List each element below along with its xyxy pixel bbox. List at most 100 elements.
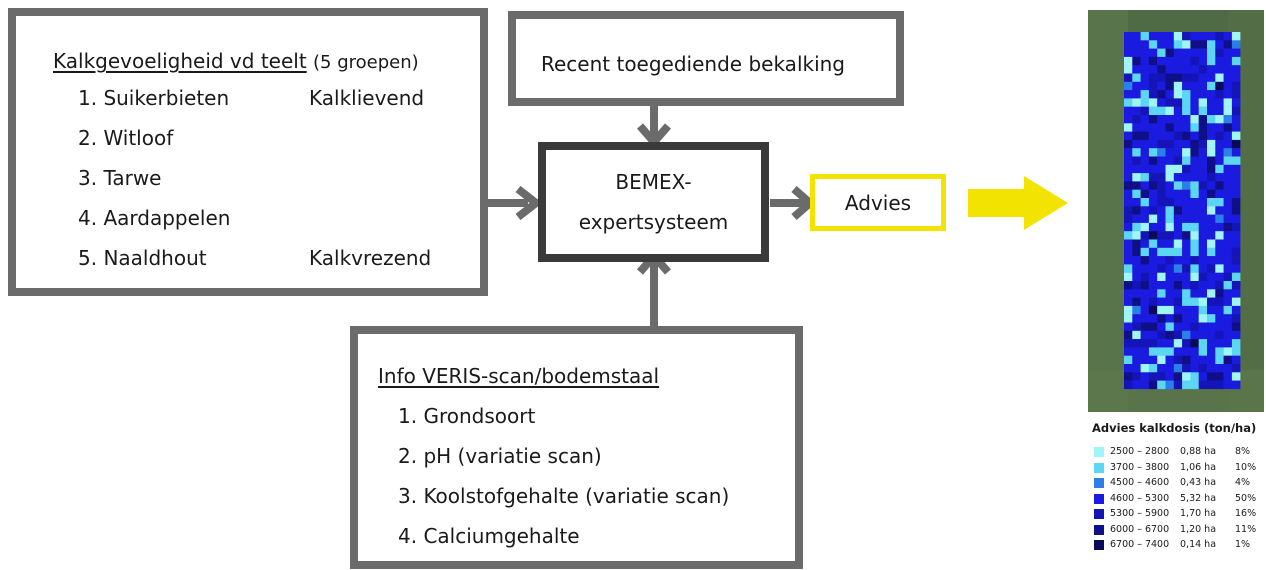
map-cell: [1190, 289, 1199, 298]
map-cell: [1215, 322, 1224, 331]
legend-area: 1,70 ha: [1180, 508, 1217, 519]
map-cell: [1215, 115, 1224, 124]
map-cell: [1173, 198, 1183, 207]
map-cell: [1157, 289, 1166, 298]
map-cell: [1207, 198, 1216, 207]
map-cell: [1132, 131, 1141, 141]
map-cell: [1173, 148, 1183, 157]
info-box-title: Info VERIS-scan/bodemstaal: [378, 364, 660, 388]
map-cell: [1173, 281, 1183, 290]
map-cell: [1140, 40, 1150, 49]
legend-area: 0,43 ha: [1180, 477, 1217, 488]
map-cell: [1231, 81, 1241, 91]
map-cell: [1198, 380, 1208, 390]
map-cell: [1207, 256, 1216, 265]
map-cell: [1207, 214, 1216, 224]
crop-item-5-note: Kalkvrezend: [309, 246, 432, 270]
legend-percent: 4%: [1235, 477, 1251, 488]
map-cell: [1198, 364, 1208, 373]
map-cell: [1140, 156, 1150, 165]
map-cell: [1124, 32, 1133, 41]
map-cell: [1231, 123, 1241, 132]
map-cell: [1182, 48, 1191, 58]
map-cell: [1165, 247, 1174, 257]
map-cell: [1132, 222, 1141, 232]
map-cell: [1157, 231, 1166, 240]
map-cell: [1231, 330, 1241, 340]
map-cell: [1207, 289, 1216, 298]
map-cell: [1215, 297, 1224, 307]
map-cell: [1173, 189, 1183, 199]
map-cell: [1140, 56, 1150, 66]
map-cell: [1132, 214, 1141, 224]
map-cell: [1157, 256, 1166, 265]
map-cell: [1215, 214, 1224, 224]
map-cell: [1207, 131, 1216, 141]
map-cell: [1132, 297, 1141, 307]
map-cell: [1165, 181, 1174, 190]
map-cell: [1124, 90, 1133, 99]
map-cell: [1223, 297, 1233, 307]
map-cell: [1148, 81, 1158, 91]
map-cell: [1231, 355, 1241, 365]
map-cell: [1182, 222, 1191, 232]
map-cell: [1124, 106, 1133, 116]
map-cell: [1223, 347, 1233, 356]
map-cell: [1190, 272, 1199, 282]
map-cell: [1173, 56, 1183, 66]
map-cell: [1140, 247, 1150, 257]
map-cell: [1148, 98, 1158, 107]
map-cell: [1165, 380, 1174, 390]
map-cell: [1182, 173, 1191, 182]
map-cell: [1124, 339, 1133, 348]
map-cell: [1223, 139, 1233, 149]
map-cell: [1173, 239, 1183, 248]
map-cell: [1207, 181, 1216, 190]
map-cell: [1215, 281, 1224, 290]
map-cell: [1165, 289, 1174, 298]
map-cell: [1132, 256, 1141, 265]
map-cell: [1223, 90, 1233, 99]
map-cell: [1215, 247, 1224, 257]
map-cell: [1215, 98, 1224, 107]
map-cell: [1173, 32, 1183, 41]
map-cell: [1165, 264, 1174, 273]
map-cell: [1140, 115, 1150, 124]
map-cell: [1231, 131, 1241, 141]
map-cell: [1140, 380, 1150, 390]
map-cell: [1173, 364, 1183, 373]
map-cell: [1148, 156, 1158, 165]
map-cell: [1223, 222, 1233, 232]
map-cell: [1140, 189, 1150, 199]
bemex-line-2: expertsysteem: [578, 210, 729, 234]
map-cell: [1231, 214, 1241, 224]
map-cell: [1124, 148, 1133, 157]
map-cell: [1173, 73, 1183, 82]
map-cell: [1132, 272, 1141, 282]
map-cell: [1140, 148, 1150, 157]
map-cell: [1148, 256, 1158, 265]
map-cell: [1157, 56, 1166, 66]
map-cell: [1223, 40, 1233, 49]
legend-percent: 10%: [1235, 461, 1257, 473]
map-cell: [1165, 198, 1174, 207]
map-cell: [1165, 214, 1174, 224]
map-cell: [1190, 139, 1199, 149]
map-cell: [1231, 48, 1241, 58]
map-cell: [1215, 131, 1224, 141]
map-cell: [1223, 81, 1233, 91]
map-cell: [1132, 330, 1141, 340]
map-cell: [1207, 115, 1216, 124]
map-cell: [1165, 73, 1174, 82]
map-cell: [1157, 90, 1166, 99]
map-cell: [1140, 131, 1150, 141]
map-cell: [1132, 380, 1141, 390]
map-cell: [1148, 281, 1158, 290]
map-cell: [1190, 264, 1199, 273]
map-cell: [1165, 115, 1174, 124]
map-cell: [1157, 123, 1166, 132]
map-cell: [1198, 322, 1208, 331]
map-cell: [1165, 156, 1174, 165]
map-cell: [1207, 65, 1216, 74]
map-cell: [1140, 98, 1150, 107]
